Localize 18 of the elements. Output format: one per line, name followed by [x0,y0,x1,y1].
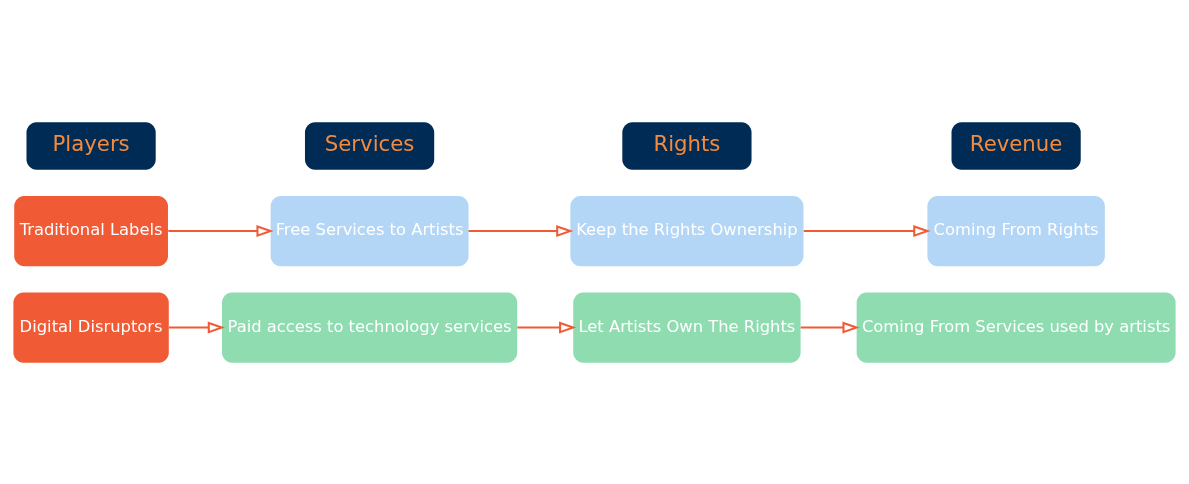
arrow [169,321,225,334]
node-box: Services [304,121,435,170]
node-box: Revenue [951,121,1081,170]
node-box: Digital Disruptors [13,291,169,363]
arrow [800,321,860,334]
node-box: Let Artists Own The Rights [573,291,801,363]
arrow [803,224,931,237]
arrow [168,224,274,237]
arrow [468,224,574,237]
arrow [517,321,577,334]
node-box: Coming From Services used by artists [856,291,1176,363]
node-box: Traditional Labels [14,195,168,266]
node-box: Rights [622,121,752,170]
node-box: Free Services to Artists [270,195,469,266]
node-box: Coming From Rights [927,195,1105,266]
node-box: Players [26,121,156,170]
node-box: Keep the Rights Ownership [570,195,804,266]
node-box: Paid access to technology services [221,291,518,363]
